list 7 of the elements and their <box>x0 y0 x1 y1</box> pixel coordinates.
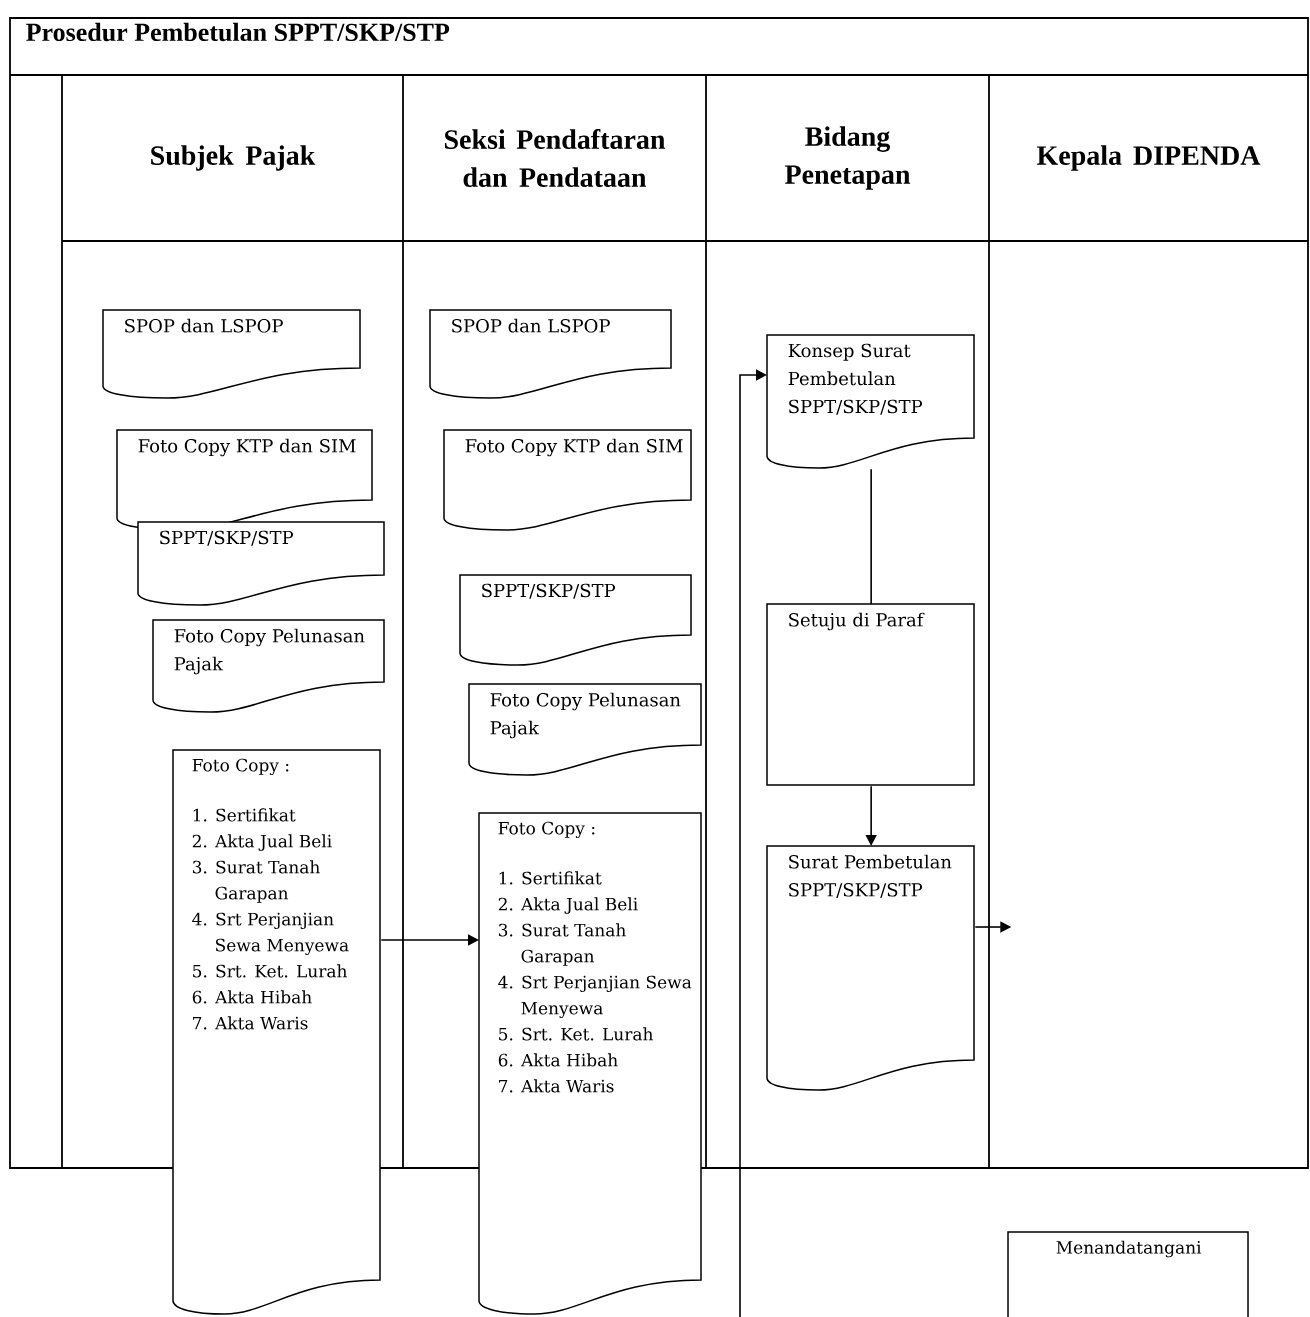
process-box: Setuju di Paraf <box>766 603 975 786</box>
title: Prosedur Pembetulan SPPT/SKP/STP <box>26 22 450 42</box>
process-box: Menandatangani <box>1007 1231 1249 1317</box>
lane-header: Subjek Pajak <box>151 145 316 171</box>
lane-header: Seksi Pendaftaran dan Pendataan <box>445 129 666 187</box>
lane-header: Kepala DIPENDA <box>1037 145 1261 171</box>
lane-header: Bidang Penetapan <box>785 126 911 190</box>
